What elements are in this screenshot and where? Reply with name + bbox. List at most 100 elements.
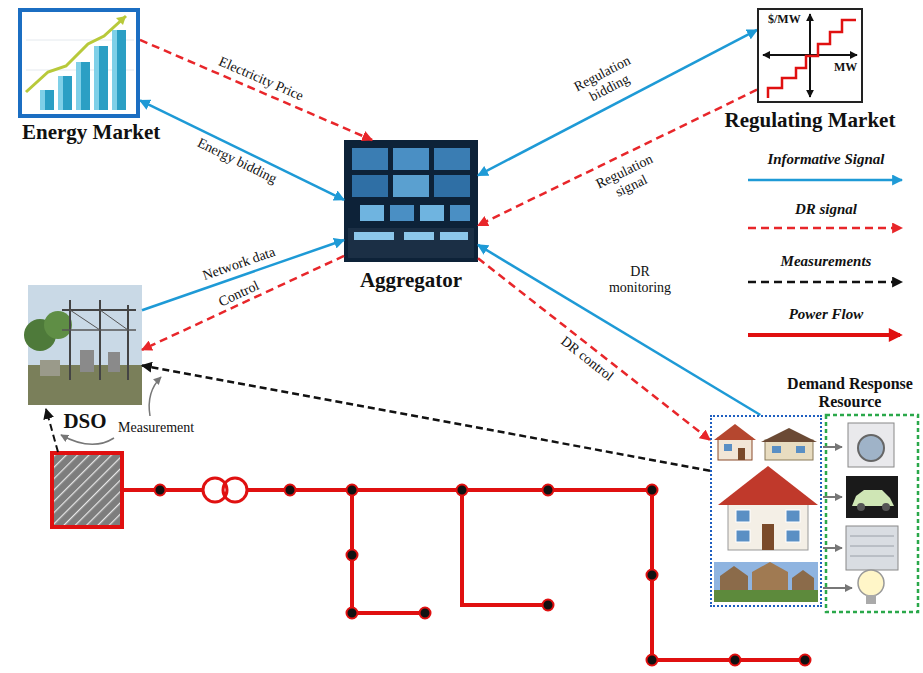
appliance-group [850,546,894,547]
house-pictures [762,524,774,550]
node-heading: Regulating Market [725,108,896,132]
energy-market-chart [116,16,126,25]
regulating-market-graph [768,20,856,98]
regulating-market-graph [763,14,857,98]
edge-label: DR monitoring [602,264,678,296]
appliance-group [823,446,842,448]
monitoring-arrow [478,245,760,415]
power-network [457,485,468,496]
aggregator-control-room [344,140,478,262]
energy-market-chart [76,62,90,110]
measurement-arrow [142,365,710,470]
power-network [730,655,741,666]
aggregator-control-room [434,148,470,170]
regulation-signal-arrow [478,90,757,226]
power-network [462,490,548,605]
node-heading: Energy Market [22,120,160,144]
house-pictures [720,566,748,590]
appliance-group [858,435,884,461]
aggregator-control-room [450,205,470,221]
power-network [647,655,658,666]
dso-substation [108,352,120,372]
power-network [543,600,554,611]
power-network [647,570,658,581]
edge-label: Network data [198,243,281,285]
node-heading: Aggregator [360,268,462,292]
house-pictures [714,424,756,440]
legend-samples [748,179,902,182]
edge-label: Regulation bidding [565,50,647,114]
edge-label: Energy bidding [192,133,282,188]
energy-market-chart [26,16,126,92]
dso-substation [24,285,142,405]
energy-market-chart [40,90,54,110]
price-signal-arrow [140,40,372,140]
house-pictures [736,510,750,522]
appliance-group [823,587,852,589]
edge-label: Regulation signal [587,148,669,210]
dr-control-arrow [478,258,710,440]
house-pictures [761,428,817,442]
dso-substation [99,300,101,380]
aggregator-control-room [352,175,388,197]
dso-substation [80,350,94,372]
house-pictures [786,510,800,522]
energy-market-chart [40,90,45,110]
power-network [347,608,358,619]
edge-label: DR control [555,331,619,386]
axis-label: MW [834,60,857,74]
aggregator-control-room [404,232,434,240]
appliance-group [823,547,842,549]
bidding-arrow [140,100,344,199]
appliance-group [846,526,898,570]
power-network [420,608,431,619]
appliance-group [857,503,865,511]
energy-market-chart [58,76,63,110]
dso-substation [69,300,71,380]
aggregator-control-room [440,232,468,240]
aggregator-control-room [420,205,444,221]
house-pictures [786,530,800,542]
measurement-leaders [149,377,161,416]
aggregator-control-room [348,228,474,258]
appliance-group [850,556,894,557]
measurement-label: Measurement [118,420,194,436]
house-pictures [736,530,750,542]
power-network [543,485,554,496]
aggregator-control-room [434,175,470,197]
energy-market-chart [112,30,126,110]
legend-samples [748,281,902,284]
power-network [223,478,247,502]
appliance-group [823,496,842,498]
dso-box: DSO [28,285,142,405]
appliance-group [823,415,918,612]
aggregator-control-room [393,148,429,170]
house-pictures [718,438,752,460]
power-network [347,550,358,561]
power-network [247,488,652,492]
bidding-arrow [478,30,757,176]
aggregator-control-room [354,232,394,240]
appliance-group [846,476,898,518]
legend-samples [748,227,902,230]
energy-market-chart [22,12,136,114]
legend-text: Informative Signal [746,150,906,168]
demand-response-box: Demand Response Resource [710,415,822,607]
appliance-group [848,423,894,467]
power-network [52,453,811,666]
power-network [347,485,358,496]
house-pictures [724,444,732,451]
energy-market-chart [76,62,81,110]
dso-substation [40,360,60,376]
dso-substation [44,311,72,339]
energy-market-chart [22,12,136,114]
power-network [800,655,811,666]
energy-market-chart [94,46,99,110]
energy-market-chart [94,46,108,110]
house-pictures [765,440,813,460]
aggregator-control-room [344,140,478,262]
house-pictures [772,446,781,453]
house-pictures [714,590,818,602]
house-pictures [718,466,818,505]
